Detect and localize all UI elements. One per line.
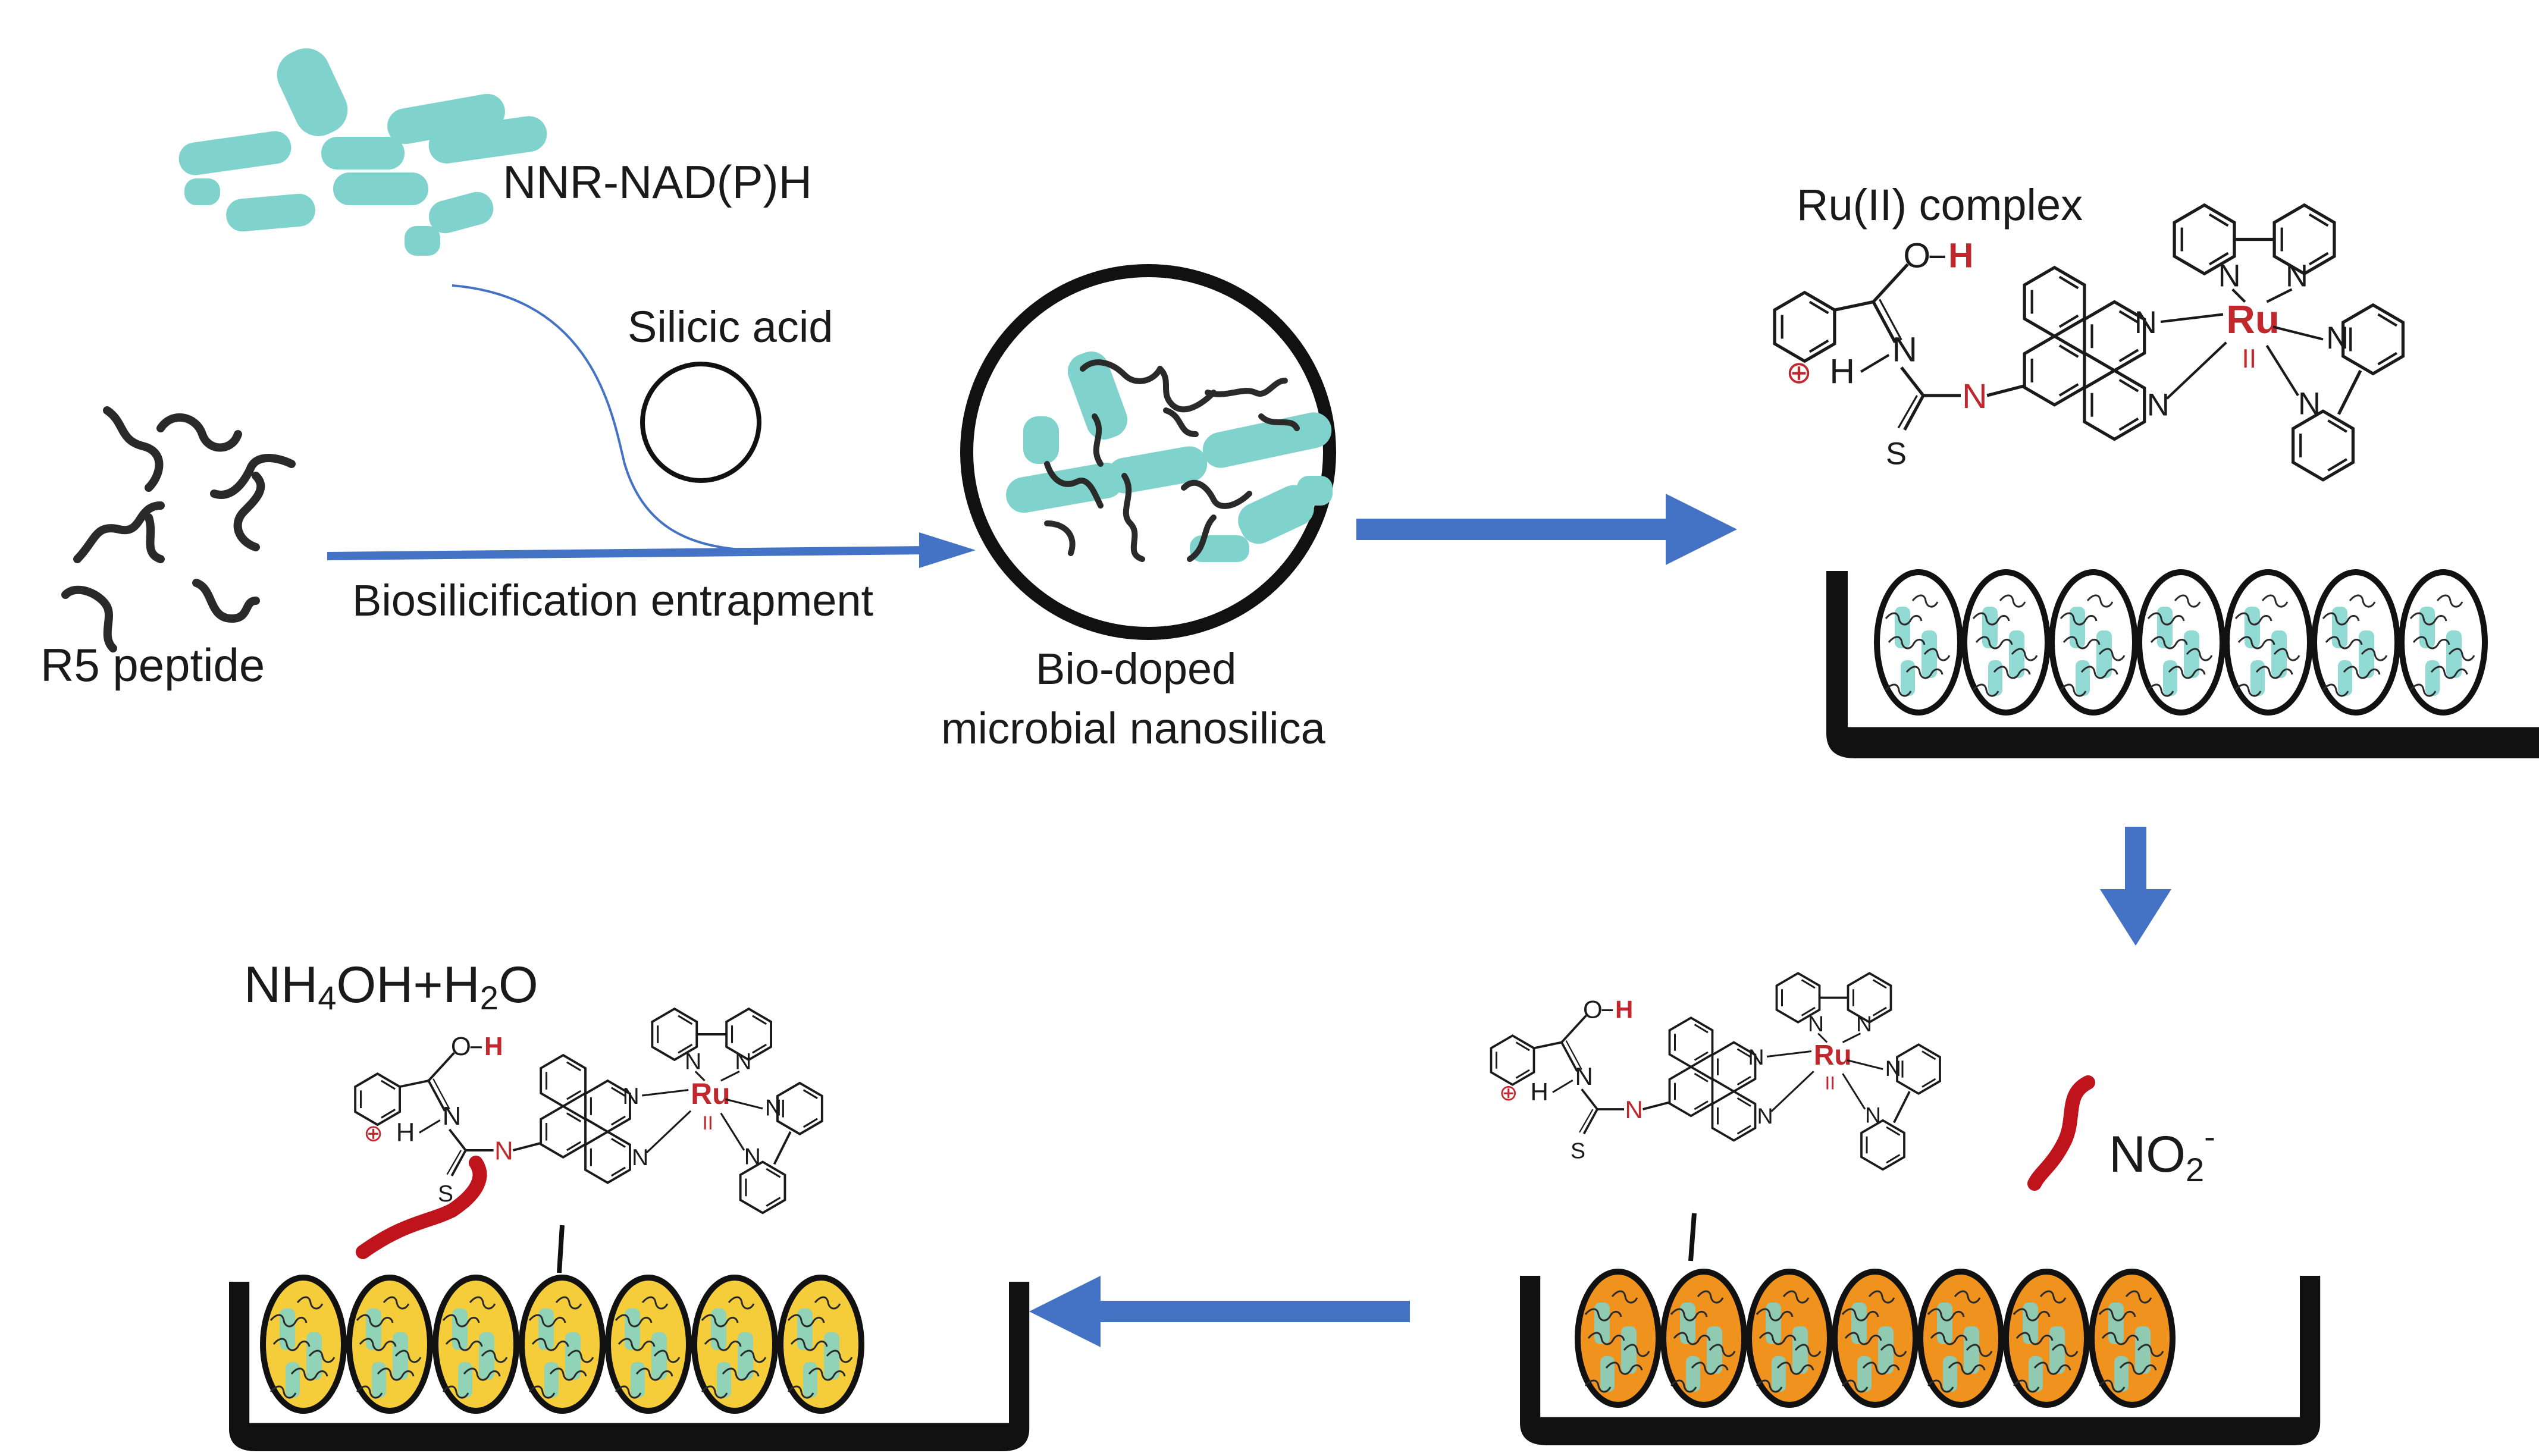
ru-complex-top — [1775, 205, 2403, 480]
nitrite-label: NO2- — [2109, 1118, 2215, 1188]
arrow-to-complex — [1356, 494, 1737, 565]
arrow-down — [2100, 827, 2171, 946]
complex-label: Ru(II) complex — [1797, 180, 2083, 230]
entrapment-arrow — [327, 532, 976, 568]
peptide-label: R5 peptide — [40, 639, 265, 691]
products-label: NH4OH+H2O — [244, 956, 538, 1016]
tether-left — [557, 1225, 565, 1273]
enzyme-label: NNR-NAD(P)H — [503, 156, 812, 208]
beads-yellow — [260, 1275, 864, 1414]
ru-complex-bottom-left — [355, 1009, 822, 1213]
microbes-cluster — [178, 48, 547, 256]
peptide-strands — [61, 406, 296, 652]
process-label: Biosilicification entrapment — [352, 576, 874, 625]
beads-top — [1874, 569, 2488, 716]
product-label-line2: microbial nanosilica — [941, 704, 1326, 753]
tether-right — [1688, 1213, 1697, 1262]
nanosilica-sphere — [960, 264, 1336, 640]
silicic-acid-label: Silicic acid — [628, 302, 833, 352]
microbe-connector — [452, 284, 750, 551]
ru-complex-bottom-right — [1491, 973, 1941, 1169]
silicic-acid-circle — [640, 362, 761, 483]
beads-orange — [1575, 1269, 2176, 1408]
arrow-left — [1029, 1276, 1410, 1347]
nitrite-strand — [2027, 1075, 2095, 1191]
product-label-line1: Bio-doped — [1036, 644, 1236, 694]
bound-nitrite-strand — [356, 1156, 487, 1259]
